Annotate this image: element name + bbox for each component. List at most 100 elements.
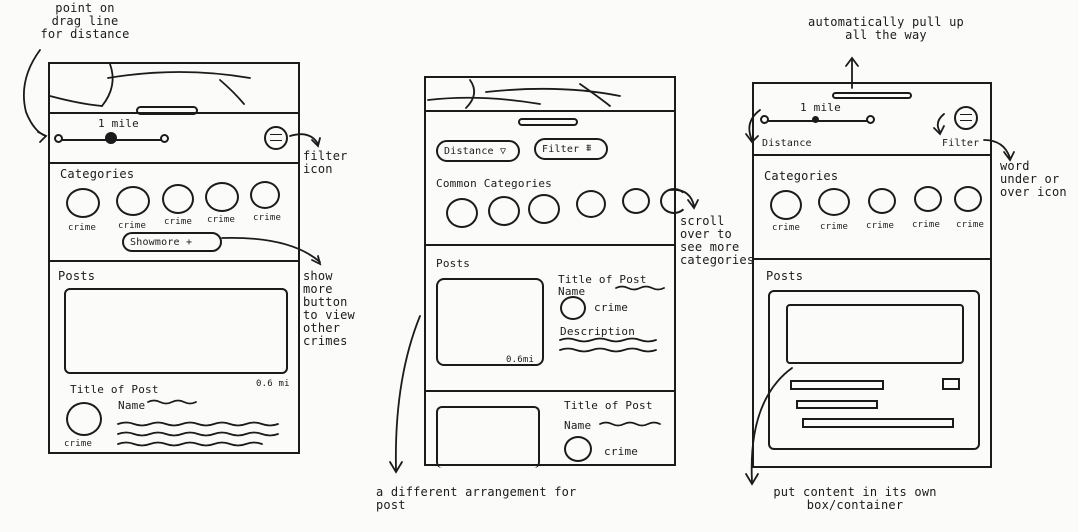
own-box-arrow-head [745,473,759,486]
screen1-category-5[interactable] [250,181,280,209]
screen3-slider-start [760,115,769,124]
screen1-distance-value: 1 mile [98,117,139,130]
screen2-post1-name: Name [558,285,586,298]
screen1-slider-start [54,134,63,143]
screen2-categories-divider [426,244,674,246]
screen2-category-3[interactable] [528,194,560,224]
screen1-filter-icon[interactable] [264,126,288,150]
screen1-category-2[interactable] [116,186,150,216]
screen2-phone-frame: Distance ▽ Filter ⩩ Common Categories Po… [424,76,688,468]
screen1-categories-divider [50,260,298,262]
screen1-categories-title: Categories [60,167,135,181]
drag-note: point on drag line for distance [40,1,130,41]
screen3-slider-thumb[interactable] [812,116,819,123]
screen1-filter-divider [50,162,298,164]
screen3-post-line-2 [796,400,878,409]
screen3-distance-value: 1 mile [800,101,841,114]
own-box-note: put content in its own box/container [773,485,937,512]
screen3-category-label-1: crime [772,223,801,233]
screen3-category-5[interactable] [954,186,982,212]
screen2-post1-description: Description [560,325,636,338]
screen3-post-container[interactable] [768,290,980,450]
screen3-post-line-3 [802,418,954,428]
screen2-category-5[interactable] [622,188,650,214]
screen2-post1-avatar [560,296,586,320]
screen1-category-label-5: crime [253,213,282,223]
screen3-distance-label: Distance [762,138,812,149]
screen2-post1-crime: crime [594,301,629,314]
screen3-category-label-3: crime [866,221,895,231]
screen2-post-divider [426,390,674,392]
arrangement-note-arrow [394,315,421,471]
screen2-category-6[interactable] [660,188,688,214]
screen2-post2-crime: crime [604,445,639,458]
scroll-note-arrow-head [687,199,699,210]
screen2-post1-image[interactable] [436,278,544,366]
screen1-category-label-2: crime [118,221,147,231]
screen1-post-name: Name [118,399,146,412]
screen3-category-2[interactable] [818,188,850,216]
screen1-category-label-3: crime [164,217,193,227]
screen3-slider-end [866,115,875,124]
screen1-drag-handle[interactable] [136,106,198,115]
screen3-category-label-2: crime [820,222,849,232]
arrangement-note-arrow-head [389,461,403,474]
screen3-filter-line-1 [960,114,972,115]
screen3-categories-title: Categories [764,169,839,183]
screen3-category-4[interactable] [914,186,942,212]
screen3-category-3[interactable] [868,188,896,214]
screen1-post-crime: crime [64,439,93,449]
screen1-category-label-4: crime [207,215,236,225]
drag-note-arrow [23,49,47,137]
scroll-note: scroll over to see more categories [680,214,755,267]
drag-note-arrow-head [37,131,48,143]
screen2-map-divider [426,110,674,112]
screen2-category-2[interactable] [488,196,520,226]
screen3-categories-divider [754,258,990,260]
show-more-arrow-head [311,255,322,266]
filter-icon-arrow-head [311,137,321,148]
screen2-filter-button[interactable]: Filter ⩩ [534,138,608,160]
screen3-post-line-1 [790,380,884,390]
screen3-filter-line-2 [960,120,972,121]
screen3-filter-icon[interactable] [954,106,978,130]
screen3-category-1[interactable] [770,190,802,220]
screen1-posts-title: Posts [58,269,96,283]
screen2-posts-title: Posts [436,257,471,270]
screen1-category-1[interactable] [66,188,100,218]
screen2-post1-distance: 0.6mi [506,355,535,365]
screen1-slider-end [160,134,169,143]
screen2-post1-title: Title of Post [558,273,647,286]
screen1-post-image[interactable] [64,288,288,374]
screen2-categories-title: Common Categories [436,177,552,190]
pull-up-arrow-head [845,56,859,67]
screen2-category-1[interactable] [446,198,478,228]
screen2-distance-button[interactable]: Distance ▽ [436,140,520,162]
screen1-slider-thumb[interactable] [105,132,117,144]
screen2-distance-label: Distance ▽ [444,146,507,157]
screen3-post-badge [942,378,960,390]
screen2-drag-handle[interactable] [518,118,578,126]
screen3-filter-divider [754,154,990,156]
screen1-show-more-button[interactable]: Showmore + [122,232,222,252]
screen2-post2-name: Name [564,419,592,432]
screen2-post2-image[interactable] [436,406,540,468]
screen1-filter-line-2 [270,140,282,141]
screen1-post-title: Title of Post [70,383,159,396]
filter-icon-note: filter icon [303,149,348,176]
arrangement-note: a different arrangement for post [376,485,577,512]
screen2-category-4[interactable] [576,190,606,218]
screen2-post2-avatar [564,436,592,462]
screen3-post-image [786,304,964,364]
screen1-phone-frame: 1 mile Categories crime crime crime crim… [48,62,300,454]
show-more-note: show more button to view other crimes [303,269,355,348]
screen1-category-label-1: crime [68,223,97,233]
screen1-show-more-label: Showmore + [130,237,193,248]
screen3-filter-label: Filter [942,138,980,149]
screen1-category-4[interactable] [205,182,239,212]
screen3-category-label-4: crime [912,220,941,230]
screen1-category-3[interactable] [162,184,194,214]
screen1-post-distance: 0.6 mi [256,379,290,389]
screen3-drag-handle[interactable] [832,92,912,99]
screen1-filter-line-1 [270,134,282,135]
